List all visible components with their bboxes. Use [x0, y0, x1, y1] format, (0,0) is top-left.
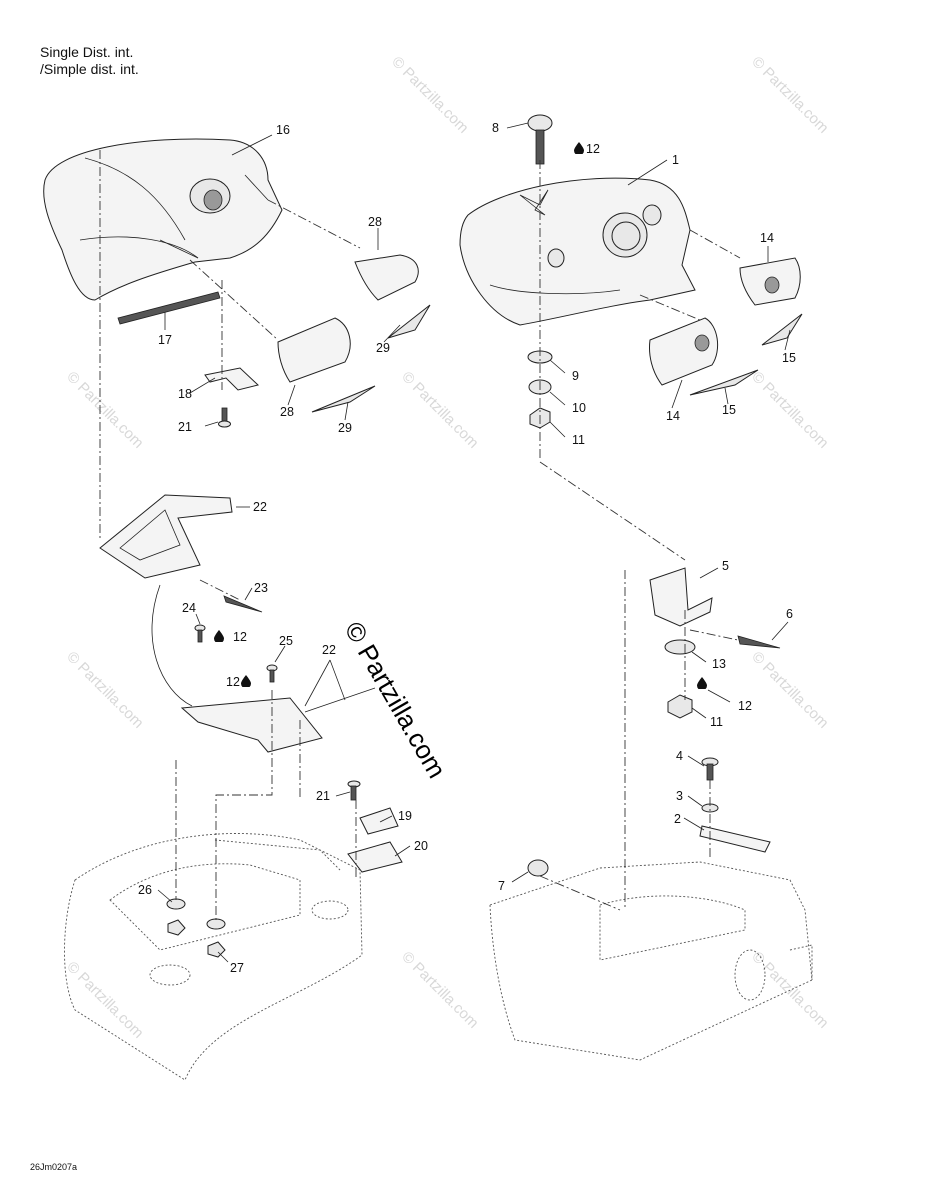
callout-27: 27: [230, 961, 244, 975]
clip-part-29-top: [387, 304, 431, 339]
housing-left-part-16: [43, 138, 283, 301]
callout-21-top: 21: [178, 420, 192, 434]
callout-leaders: [157, 122, 791, 963]
callout-4: 4: [676, 749, 683, 763]
callout-23: 23: [254, 581, 268, 595]
drop-icon: [241, 675, 251, 687]
callout-12-left-b: 12: [226, 675, 240, 689]
callout-14-top: 14: [760, 231, 774, 245]
callout-1: 1: [672, 153, 679, 167]
drop-icon: [574, 142, 584, 154]
bracket-part-18: [204, 367, 260, 391]
callout-11-bottom: 11: [710, 715, 723, 729]
panel-part-14-bottom: [649, 317, 719, 386]
rivet-part-6: [737, 635, 781, 649]
screw-part-25: [266, 664, 278, 683]
plate-part-22-lower: [180, 687, 376, 753]
callout-11-top: 11: [572, 433, 585, 447]
callout-20: 20: [414, 839, 428, 853]
title-line-2: /Simple dist. int.: [40, 61, 139, 77]
title-line-1: Single Dist. int.: [40, 44, 134, 60]
callout-10: 10: [572, 401, 586, 415]
nut-part-27a: [167, 919, 186, 936]
panel-part-14-top: [739, 257, 801, 306]
callout-26: 26: [138, 883, 152, 897]
callout-9: 9: [572, 369, 579, 383]
body-left-dotted: [64, 833, 363, 1081]
plate-part-22-upper: [99, 494, 233, 579]
plate-part-20: [347, 841, 403, 873]
body-right-dotted: [489, 861, 813, 1061]
bracket-part-5: [649, 567, 713, 627]
callout-17: 17: [158, 333, 172, 347]
callout-8: 8: [492, 121, 499, 135]
washer-part-26b: [206, 918, 226, 930]
callout-22-lower: 22: [322, 643, 336, 657]
diagram-title: Single Dist. int. /Simple dist. int.: [40, 44, 139, 78]
clip-part-15-top: [761, 313, 803, 346]
callout-25: 25: [279, 634, 293, 648]
clip-part-15-bottom: [689, 369, 759, 396]
callout-18: 18: [178, 387, 192, 401]
screw-part-24: [194, 624, 206, 643]
nut-part-11-bottom: [667, 694, 693, 719]
housing-right-part-1: [459, 177, 696, 326]
screw-part-21-top: [218, 407, 231, 428]
callout-12-right-bottom: 12: [738, 699, 752, 713]
screw-part-21-bottom: [347, 780, 361, 801]
callout-16: 16: [276, 123, 290, 137]
diagram-code: 26Jm0207a: [30, 1162, 78, 1172]
rivet-part-23: [223, 595, 263, 613]
latch-part-19: [359, 807, 399, 835]
clip-part-29-bottom: [311, 385, 376, 413]
callout-15-bottom: 15: [722, 403, 736, 417]
callout-6: 6: [786, 607, 793, 621]
callout-29-top: 29: [376, 341, 390, 355]
washer-part-7: [527, 859, 549, 877]
callout-22-upper: 22: [253, 500, 267, 514]
callout-12-right-top: 12: [586, 142, 600, 156]
callout-7: 7: [498, 879, 505, 893]
panel-part-28-top: [354, 254, 419, 301]
strip-part-17: [117, 291, 221, 325]
washer-part-13: [664, 639, 696, 655]
callout-12-left-a: 12: [233, 630, 247, 644]
callout-2: 2: [674, 812, 681, 826]
drop-icon: [697, 677, 707, 689]
callout-5: 5: [722, 559, 729, 573]
callout-13: 13: [712, 657, 726, 671]
callout-15-top: 15: [782, 351, 796, 365]
callout-21-bottom: 21: [316, 789, 330, 803]
callout-24: 24: [182, 601, 196, 615]
drop-icon: [214, 630, 224, 642]
screw-part-4: [701, 757, 719, 781]
callout-3: 3: [676, 789, 683, 803]
strap-part-2: [699, 825, 771, 853]
callout-29-bottom: 29: [338, 421, 352, 435]
callout-19: 19: [398, 809, 412, 823]
nut-part-27b: [207, 941, 226, 958]
callout-28-bottom: 28: [280, 405, 294, 419]
callout-28-top: 28: [368, 215, 382, 229]
bolt-part-8: [527, 114, 553, 165]
callout-14-bottom: 14: [666, 409, 680, 423]
panel-part-28-bottom: [277, 317, 351, 383]
